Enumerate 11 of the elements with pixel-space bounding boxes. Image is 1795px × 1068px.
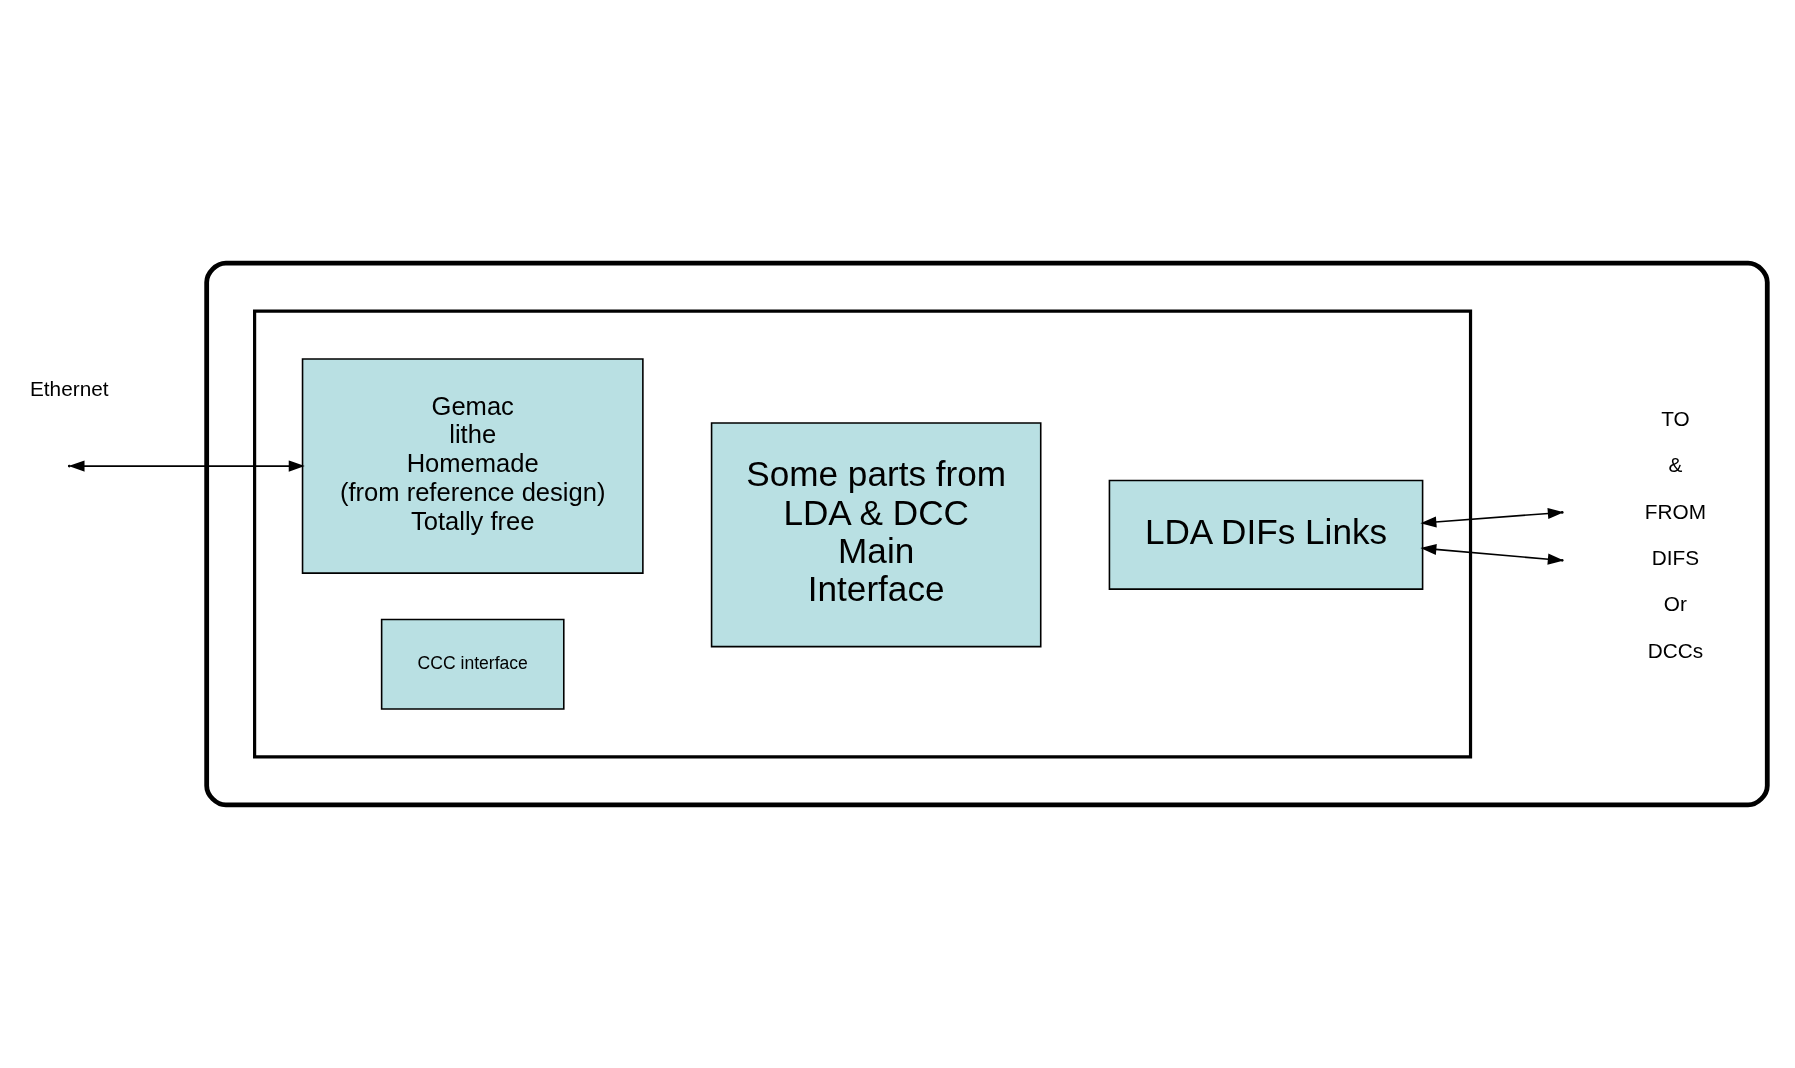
label: TO & FROM DIFS Or DCCs <box>1644 406 1706 662</box>
node-box: Gemac lithe Homemade (from reference design) Totally free <box>301 358 644 574</box>
cluster <box>253 309 1473 759</box>
arrow <box>1420 543 1564 565</box>
arrow <box>1420 507 1564 528</box>
node-box: LDA DIFs Links <box>1108 479 1424 590</box>
arrow <box>68 460 305 472</box>
node-box: Some parts from LDA & DCC Main Interface <box>710 422 1042 648</box>
cluster <box>204 260 1770 808</box>
node-box: CCC interface <box>380 618 565 710</box>
label: Ethernet <box>30 377 109 401</box>
